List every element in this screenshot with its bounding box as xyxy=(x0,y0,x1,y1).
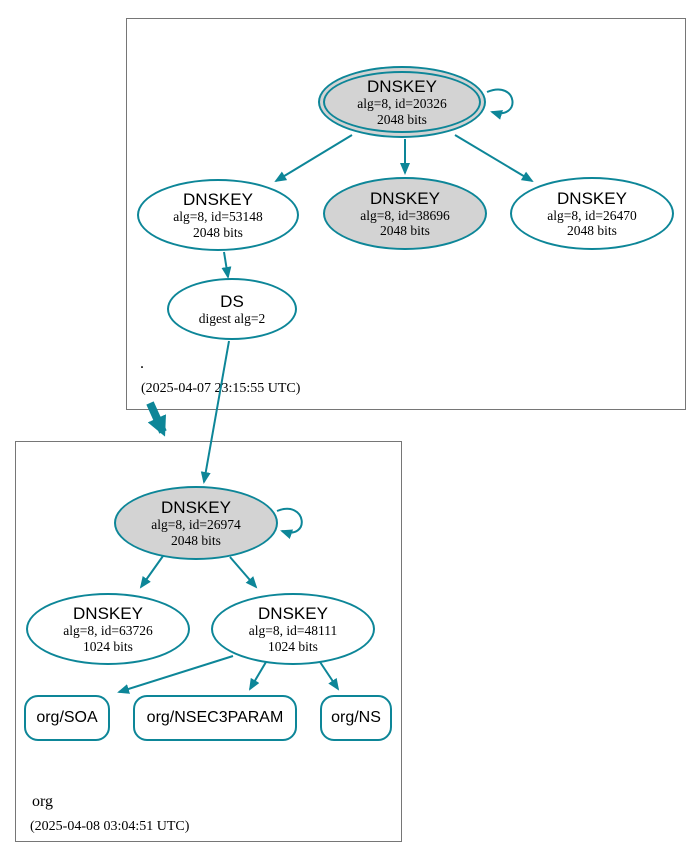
dnskey-48111-detail: alg=8, id=48111 xyxy=(248,623,338,639)
dnskey-26974-bits: 2048 bits xyxy=(171,532,221,548)
dnskey-26470-title: DNSKEY xyxy=(557,188,627,208)
dnskey-53148-bits: 2048 bits xyxy=(193,224,243,240)
dnskey-53148-detail: alg=8, id=53148 xyxy=(173,209,263,225)
dnskey-38696-detail: alg=8, id=38696 xyxy=(360,207,450,223)
org-zone-label: org xyxy=(32,793,54,810)
rrset-org-nsec3param[interactable]: org/NSEC3PARAM xyxy=(133,695,297,741)
dnskey-38696-bits: 2048 bits xyxy=(380,223,430,239)
ds-detail: digest alg=2 xyxy=(198,310,266,326)
dnskey-48111-bits: 1024 bits xyxy=(268,638,318,654)
root-zone-box xyxy=(126,18,686,410)
dnskey-38696-title: DNSKEY xyxy=(370,188,440,208)
dnskey-26470-detail: alg=8, id=26470 xyxy=(547,207,637,223)
dnskey-26470-node[interactable]: DNSKEY alg=8, id=26470 2048 bits xyxy=(510,177,674,250)
rrset-org-ns[interactable]: org/NS xyxy=(320,695,392,741)
ds-title: DS xyxy=(220,291,244,311)
root-zone-label: . xyxy=(140,355,144,372)
rrset-org-ns-label: org/NS xyxy=(331,709,381,726)
dnskey-53148-title: DNSKEY xyxy=(183,190,253,210)
dnskey-20326-node[interactable]: DNSKEY alg=8, id=20326 2048 bits xyxy=(318,66,486,138)
dnskey-63726-node[interactable]: DNSKEY alg=8, id=63726 1024 bits xyxy=(26,593,190,665)
dnskey-26974-node[interactable]: DNSKEY alg=8, id=26974 2048 bits xyxy=(114,486,278,560)
dnskey-63726-title: DNSKEY xyxy=(73,604,143,624)
dnskey-38696-node[interactable]: DNSKEY alg=8, id=38696 2048 bits xyxy=(323,177,487,250)
ds-node[interactable]: DS digest alg=2 xyxy=(167,278,297,340)
dnskey-63726-bits: 1024 bits xyxy=(83,638,133,654)
dnskey-20326-detail: alg=8, id=20326 xyxy=(357,96,447,112)
dnskey-20326-title: DNSKEY xyxy=(367,77,437,97)
org-zone-timestamp: (2025-04-08 03:04:51 UTC) xyxy=(30,819,190,834)
dnskey-26470-bits: 2048 bits xyxy=(567,223,617,239)
dnskey-63726-detail: alg=8, id=63726 xyxy=(63,623,153,639)
dnskey-26974-title: DNSKEY xyxy=(161,498,231,518)
dnskey-20326-bits: 2048 bits xyxy=(377,111,427,127)
dnskey-48111-node[interactable]: DNSKEY alg=8, id=48111 1024 bits xyxy=(211,593,375,665)
rrset-org-nsec3param-label: org/NSEC3PARAM xyxy=(146,709,284,726)
root-zone-timestamp: (2025-04-07 23:15:55 UTC) xyxy=(141,381,301,396)
dnskey-48111-title: DNSKEY xyxy=(258,604,328,624)
dnskey-26974-detail: alg=8, id=26974 xyxy=(151,517,241,533)
rrset-org-soa-label: org/SOA xyxy=(36,709,98,726)
dnskey-53148-node[interactable]: DNSKEY alg=8, id=53148 2048 bits xyxy=(137,179,299,251)
rrset-org-soa[interactable]: org/SOA xyxy=(24,695,110,741)
